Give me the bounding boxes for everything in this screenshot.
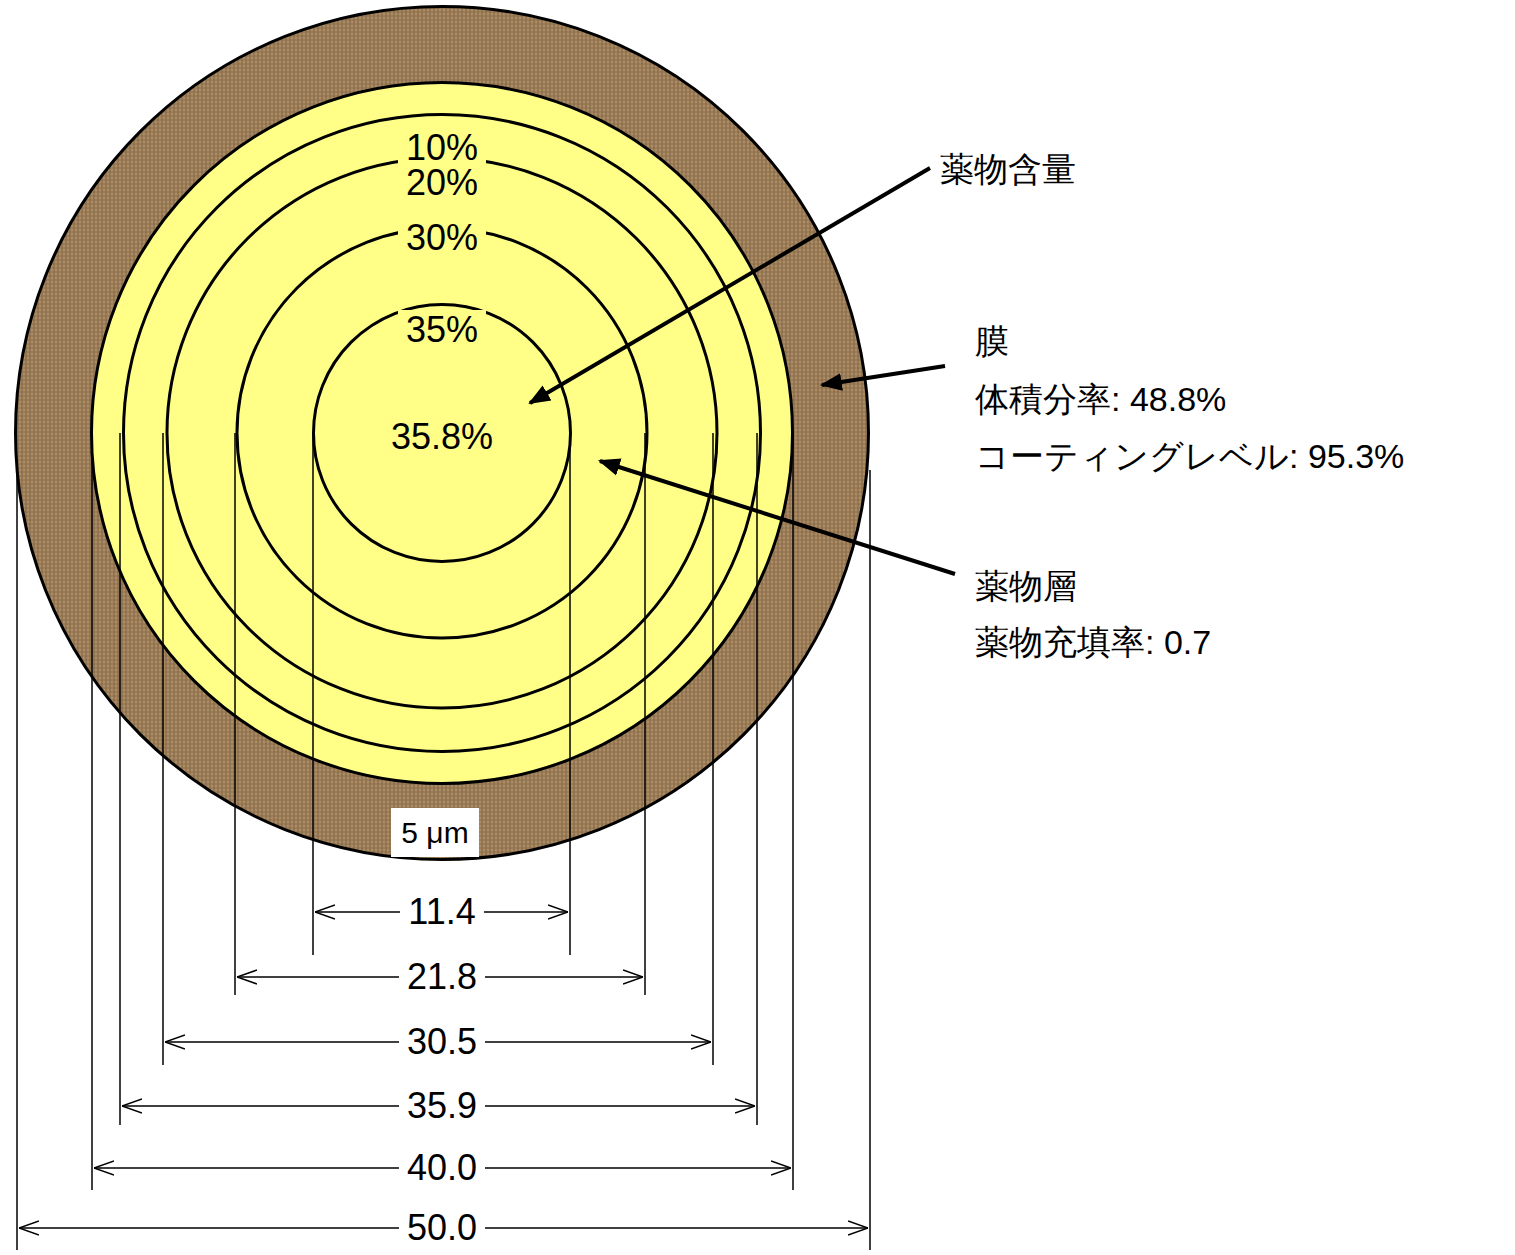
release-rings: [124, 115, 761, 752]
dimension-label: 30.5: [399, 1022, 485, 1062]
dimension-label: 11.4: [400, 892, 483, 932]
leader-arrows: [530, 168, 955, 574]
ring-content-label: 30%: [398, 218, 486, 258]
dimension-label: 40.0: [399, 1148, 485, 1188]
core-content-label: 35.8%: [391, 417, 493, 457]
callout-title: 薬物層: [975, 568, 1077, 605]
callout-value: 薬物充填率: 0.7: [975, 624, 1211, 661]
dimension-label: 50.0: [399, 1208, 485, 1248]
membrane-shell: [16, 7, 869, 860]
ring-content-label: 20%: [398, 163, 486, 203]
callout-title: 膜: [975, 323, 1009, 360]
drug-layer: [92, 83, 793, 784]
dimension-label: 35.9: [399, 1086, 485, 1126]
callout-title: 薬物含量: [940, 151, 1076, 188]
callout-value: 体積分率: 48.8%: [975, 381, 1226, 418]
callout-value: コーティングレベル: 95.3%: [975, 438, 1404, 475]
extension-lines: [17, 433, 870, 1250]
ring-content-label: 35%: [398, 310, 486, 350]
ring-content-label: 10%: [398, 128, 486, 168]
dimension-label: 21.8: [399, 957, 485, 997]
dimension-lines: [19, 912, 868, 1228]
thickness-label: 5 μm: [391, 808, 478, 857]
